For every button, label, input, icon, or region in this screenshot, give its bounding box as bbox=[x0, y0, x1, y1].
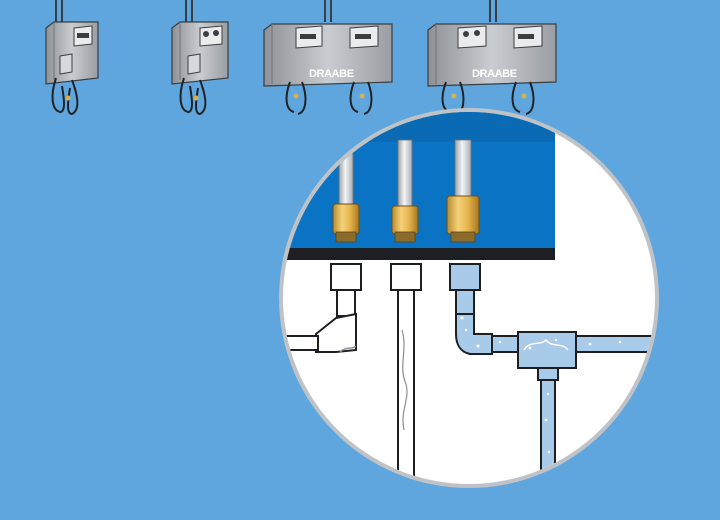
humidifier-unit-double-1: DRAABE bbox=[263, 0, 393, 115]
humidifier-unit-single-1 bbox=[45, 0, 99, 116]
humidifier-unit-single-2 bbox=[171, 0, 229, 116]
detail-magnifier bbox=[279, 108, 659, 488]
pipe-left-empty bbox=[283, 263, 362, 353]
humidifier-unit-double-2: DRAABE bbox=[427, 0, 557, 115]
valve-right bbox=[446, 195, 480, 243]
brand-label: DRAABE bbox=[472, 68, 517, 80]
valve-left bbox=[332, 203, 360, 243]
valve-middle bbox=[391, 205, 419, 243]
brand-label: DRAABE bbox=[309, 68, 354, 80]
pipe-right-water bbox=[449, 263, 655, 484]
water-bubbles bbox=[460, 316, 622, 454]
